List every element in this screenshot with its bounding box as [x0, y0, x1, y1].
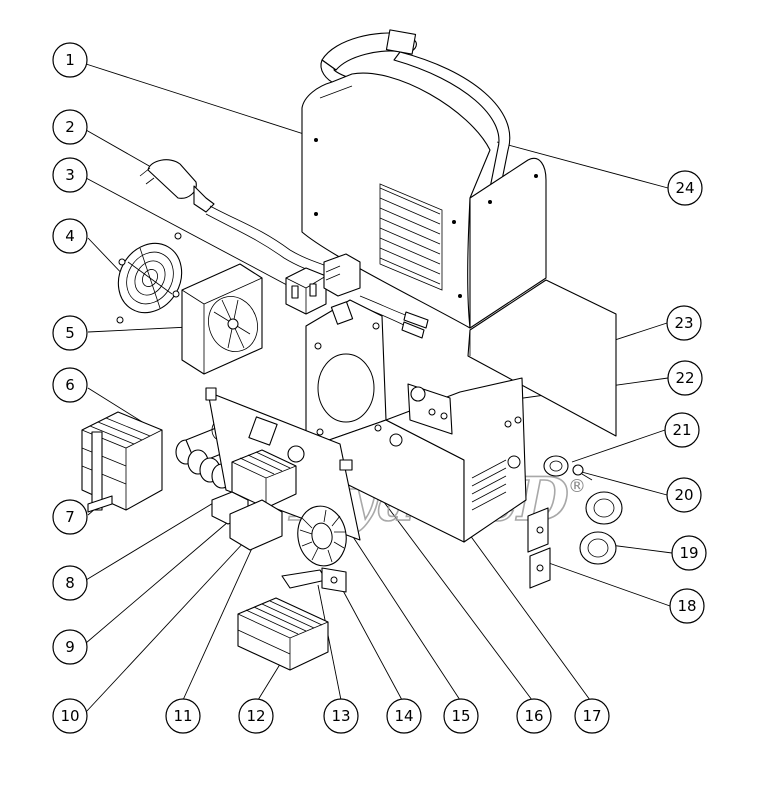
- knob-screw: [572, 464, 593, 481]
- power-switch: [285, 253, 361, 315]
- callout-6: 6: [52, 367, 88, 403]
- front-vent-slots: [471, 459, 507, 511]
- svg-text:1: 1: [65, 51, 75, 69]
- toroid-inductor: [297, 505, 347, 567]
- svg-text:21: 21: [672, 421, 691, 439]
- cover-vent-slots: [379, 183, 443, 291]
- svg-text:14: 14: [394, 707, 413, 725]
- svg-text:24: 24: [675, 179, 694, 197]
- heatsink-bottom: [237, 597, 329, 671]
- callout-24: 24: [667, 170, 703, 206]
- svg-text:13: 13: [331, 707, 350, 725]
- heatsink-left: [81, 411, 163, 513]
- callout-14: 14: [386, 698, 422, 734]
- callout-8: 8: [52, 565, 88, 601]
- bracket-plates: [527, 507, 551, 589]
- svg-text:16: 16: [524, 707, 543, 725]
- svg-text:3: 3: [65, 166, 75, 184]
- svg-text:6: 6: [65, 376, 75, 394]
- callout-3: 3: [52, 157, 88, 193]
- svg-text:20: 20: [674, 486, 693, 504]
- callout-9: 9: [52, 629, 88, 665]
- callout-5: 5: [52, 315, 88, 351]
- rectifier-module: [211, 491, 283, 551]
- callout-23: 23: [666, 305, 702, 341]
- svg-text:2: 2: [65, 118, 75, 136]
- callout-21: 21: [664, 412, 700, 448]
- svg-text:11: 11: [173, 707, 192, 725]
- callout-10: 10: [52, 698, 88, 734]
- callout-7: 7: [52, 499, 88, 535]
- watermark-registered-mark: ®: [568, 476, 586, 497]
- callout-4: 4: [52, 218, 88, 254]
- callout-16: 16: [516, 698, 552, 734]
- callout-22: 22: [667, 360, 703, 396]
- svg-text:18: 18: [677, 597, 696, 615]
- callout-1: 1: [52, 42, 88, 78]
- svg-text:12: 12: [246, 707, 265, 725]
- cooling-fan: [181, 263, 263, 375]
- callout-2: 2: [52, 109, 88, 145]
- callout-11: 11: [165, 698, 201, 734]
- side-panel: [467, 279, 617, 437]
- callout-13: 13: [323, 698, 359, 734]
- callout-bubbles: 1 2 3 4 5 6 7 8 9 10 11 12 13 14 15 16 1…: [52, 42, 707, 734]
- svg-text:9: 9: [65, 638, 75, 656]
- callout-12: 12: [238, 698, 274, 734]
- carry-handle: [320, 29, 511, 191]
- callout-17: 17: [574, 698, 610, 734]
- svg-text:8: 8: [65, 574, 75, 592]
- output-sockets: [579, 491, 623, 565]
- back-panel: [305, 299, 387, 447]
- svg-text:5: 5: [65, 324, 75, 342]
- power-cable-plug: [139, 159, 331, 277]
- callout-19: 19: [671, 535, 707, 571]
- svg-text:23: 23: [674, 314, 693, 332]
- svg-text:10: 10: [60, 707, 79, 725]
- svg-text:15: 15: [451, 707, 470, 725]
- fan-guard: [116, 232, 183, 324]
- svg-text:17: 17: [582, 707, 601, 725]
- callout-18: 18: [669, 588, 705, 624]
- front-panel-bracket: [407, 383, 453, 435]
- callout-15: 15: [443, 698, 479, 734]
- top-cover: [301, 72, 547, 329]
- output-terminal: [281, 567, 347, 593]
- svg-text:7: 7: [65, 508, 75, 526]
- svg-text:4: 4: [65, 227, 75, 245]
- callout-20: 20: [666, 477, 702, 513]
- svg-text:19: 19: [679, 544, 698, 562]
- svg-text:22: 22: [675, 369, 694, 387]
- control-knob: [543, 455, 569, 477]
